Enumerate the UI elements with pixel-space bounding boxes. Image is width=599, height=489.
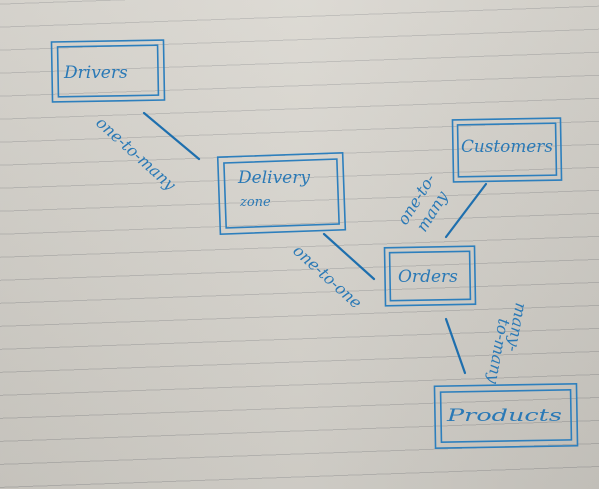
entity-products-label: Products bbox=[446, 406, 563, 426]
entity-delivery-zone-inner-border bbox=[223, 158, 340, 229]
entity-orders[interactable]: Orders bbox=[383, 245, 477, 307]
relationship-orders-products-line2: to-many bbox=[484, 317, 514, 386]
relationship-drivers-delivery-zone: one-to-many bbox=[92, 113, 180, 195]
entity-drivers-inner-border bbox=[56, 44, 160, 98]
entity-customers-label: Customers bbox=[461, 137, 553, 157]
connector-orders-products bbox=[444, 317, 467, 375]
entity-products-outer-border bbox=[433, 382, 579, 450]
entity-products[interactable]: Products bbox=[433, 382, 579, 450]
connector-delivery-zone-orders bbox=[322, 232, 376, 281]
entity-drivers-label: Drivers bbox=[63, 63, 128, 83]
connector-drivers-delivery-zone bbox=[142, 111, 201, 161]
entity-customers[interactable]: Customers bbox=[451, 117, 563, 183]
entity-orders-inner-border bbox=[388, 250, 472, 302]
entity-delivery-zone[interactable]: Delivery zone bbox=[216, 151, 347, 235]
relationship-delivery-zone-orders: one-to-one bbox=[289, 241, 365, 312]
entity-delivery-zone-label-line1: Delivery bbox=[237, 168, 310, 188]
entity-orders-outer-border bbox=[383, 245, 477, 307]
entity-drivers-outer-border bbox=[50, 39, 166, 103]
entity-products-inner-border bbox=[439, 389, 573, 443]
entity-customers-inner-border bbox=[456, 122, 558, 178]
entity-customers-outer-border bbox=[451, 117, 563, 183]
entity-delivery-zone-outer-border bbox=[216, 151, 347, 235]
entity-orders-label: Orders bbox=[398, 267, 458, 287]
entity-drivers[interactable]: Drivers bbox=[50, 39, 166, 103]
entity-delivery-zone-label-line2: zone bbox=[239, 195, 271, 210]
connector-customers-orders bbox=[444, 182, 488, 239]
